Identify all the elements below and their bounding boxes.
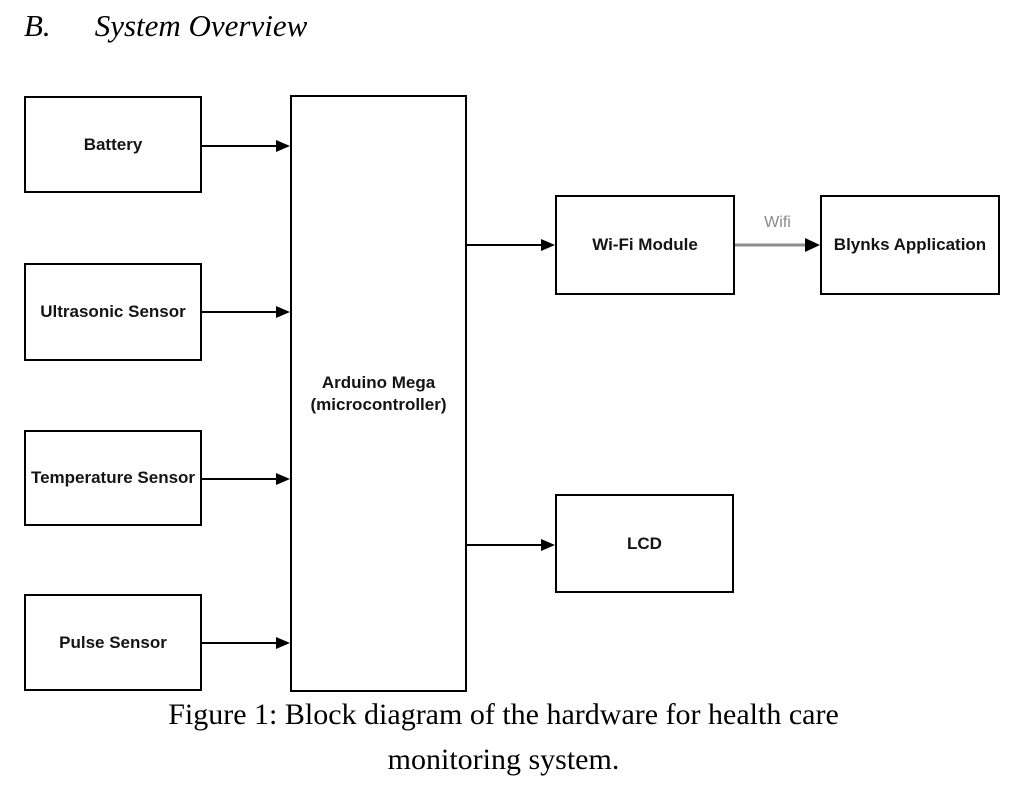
node-wifi-module-label: Wi-Fi Module [592, 235, 698, 254]
node-ultrasonic-sensor: Ultrasonic Sensor [24, 263, 202, 361]
node-pulse-sensor-label: Pulse Sensor [59, 632, 167, 652]
node-ultrasonic-sensor-label: Ultrasonic Sensor [40, 302, 186, 321]
node-pulse-sensor: Pulse Sensor [24, 594, 202, 691]
edge-arduino-lcd-arrowhead [541, 539, 555, 551]
section-heading: B. System Overview [24, 8, 307, 44]
edge-pulse-arduino-arrowhead [276, 637, 290, 649]
section-number: B. [24, 8, 51, 43]
edge-battery-arduino-arrowhead [276, 140, 290, 152]
edge-ultrasonic-arduino-arrowhead [276, 306, 290, 318]
node-temperature-sensor: Temperature Sensor [24, 430, 202, 526]
node-battery: Battery [24, 96, 202, 193]
node-blynks-application-label: Blynks Application [833, 235, 987, 254]
edge-label-wifi: Wifi [764, 214, 791, 231]
node-blynks-application: Blynks Application [820, 195, 1000, 295]
node-temperature-sensor-label: Temperature Sensor [30, 468, 196, 487]
node-lcd: LCD [555, 494, 734, 593]
edge-arduino-wifi-arrowhead [541, 239, 555, 251]
figure-caption-line2: monitoring system. [387, 743, 620, 776]
section-title: System Overview [94, 8, 308, 43]
node-arduino-mega-label-line1: Arduino Mega [321, 372, 436, 392]
figure-caption-line1: Figure 1: Block diagram of the hardware … [168, 698, 839, 731]
node-arduino-mega-label-line2: (microcontroller) [310, 394, 447, 414]
node-lcd-label: LCD [627, 533, 662, 553]
figure-caption: Figure 1: Block diagram of the hardware … [0, 692, 1007, 782]
edge-temperature-arduino-arrowhead [276, 473, 290, 485]
node-wifi-module: Wi-Fi Module [555, 195, 735, 295]
node-battery-label: Battery [83, 134, 143, 154]
edge-wifi-blynks-arrowhead [805, 238, 820, 252]
node-arduino-mega: Arduino Mega (microcontroller) [290, 95, 467, 692]
